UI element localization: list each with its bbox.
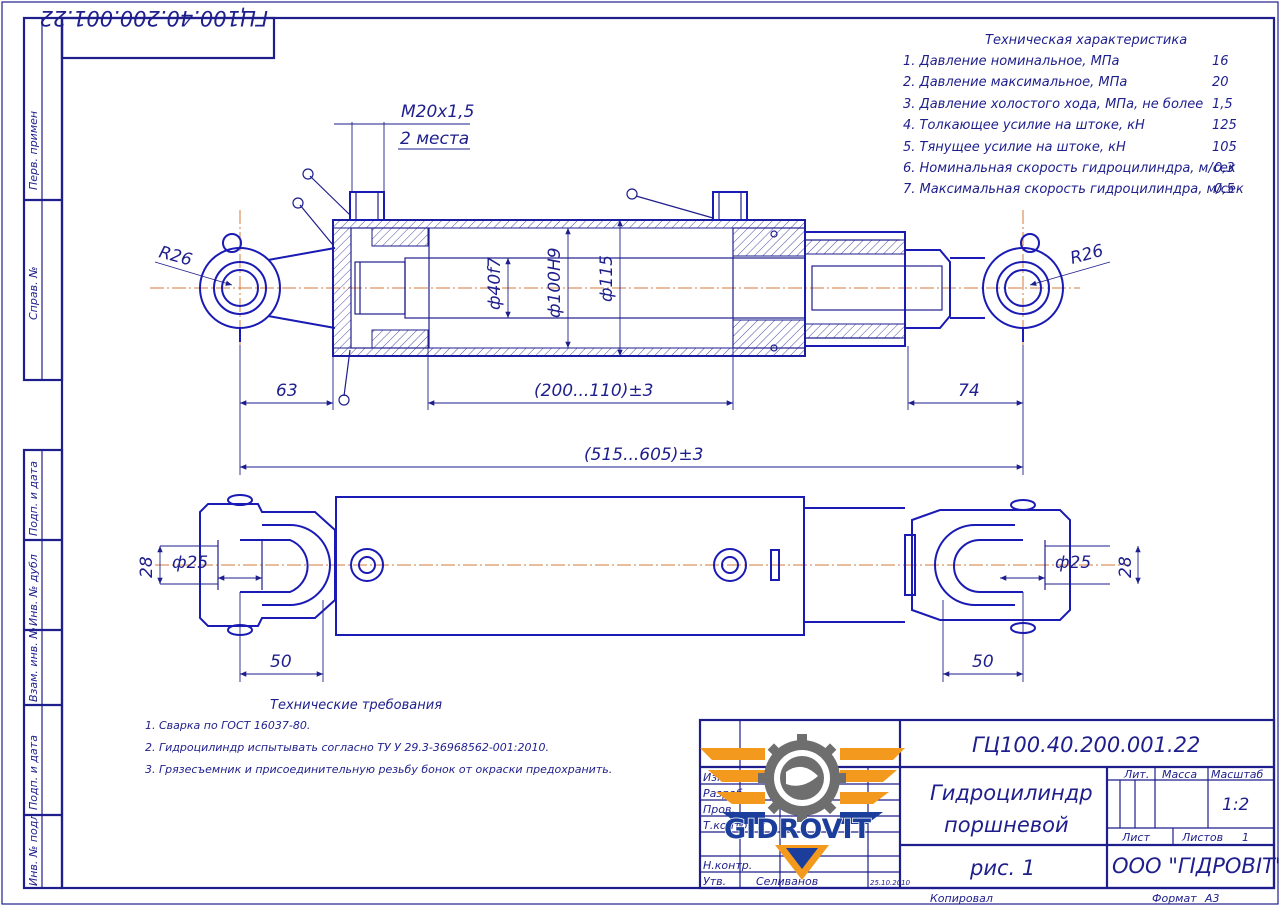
section-view: М20х1,5 2 места R26 R26 ф40f7 ф100H9 ф11…: [150, 102, 1111, 475]
logo-wing-right: [840, 748, 905, 804]
tech-char-val-7: 0,5: [1214, 182, 1235, 197]
dim-pin-right: ф25: [1055, 553, 1091, 573]
tb-format-label: Формат: [1152, 892, 1197, 905]
dim-rod-dia: ф40f7: [485, 257, 505, 310]
gidrovit-logo: GIDROVIT: [700, 734, 905, 880]
tech-char-val-6: 0,3: [1214, 161, 1235, 176]
dim-eye-right: 50: [972, 652, 994, 672]
logo-wing-left-blue: [722, 812, 765, 824]
tb-name-1: Гидроцилиндр: [930, 781, 1093, 805]
side-label-5: Взам. инв. №: [27, 627, 40, 702]
dim-thread-count: 2 места: [400, 129, 469, 149]
side-label-6: Подп. и дата: [27, 735, 40, 810]
tb-name-2: поршневой: [944, 813, 1069, 837]
tech-requirements: Технические требования 1. Сварка по ГОСТ…: [145, 698, 612, 776]
side-label-7: Инв. № подл: [27, 814, 40, 886]
dim-width-right: 28: [1116, 556, 1136, 578]
tb-sheets-n: 1: [1242, 831, 1249, 844]
tech-char-val-2: 20: [1212, 75, 1229, 90]
tb-sheet: Лист: [1121, 831, 1150, 844]
tech-char-val-5: 105: [1212, 140, 1237, 155]
tech-char-row-5: 5. Тянущее усилие на штоке, кН: [903, 140, 1126, 155]
side-label-3: Подп. и дата: [27, 461, 40, 536]
rod-head: [804, 231, 985, 347]
tb-mass: Масса: [1162, 768, 1197, 781]
tech-char-val-4: 125: [1212, 118, 1237, 133]
logo-wing-left: [700, 748, 765, 804]
tech-char-row-4: 4. Толкающее усилие на штоке, кН: [903, 118, 1145, 133]
side-label-2: Справ. №: [27, 266, 40, 320]
tb-date: 25.10.2010: [870, 879, 911, 887]
tb-code: ГЦ100.40.200.001.22: [972, 733, 1200, 757]
tb-fig: рис. 1: [969, 856, 1035, 880]
plan-view: 28 ф25 28 ф25 50 50: [137, 494, 1141, 682]
left-eye: [199, 233, 336, 342]
right-clevis: [911, 499, 1071, 634]
tech-char-title: Техническая характеристика: [985, 33, 1187, 48]
dim-thread: М20х1,5: [401, 102, 474, 122]
tech-char-row-3: 3. Давление холостого хода, МПа, не боле…: [903, 97, 1203, 112]
side-label-4: Инв. № дубл: [27, 554, 40, 626]
side-column: Перв. примен Справ. № Подп. и дата Инв. …: [22, 16, 64, 890]
tb-org: ООО "ГІДРОВІТ": [1112, 854, 1280, 878]
dim-eye-left: 50: [270, 652, 292, 672]
tech-char-row-6: 6. Номинальная скорость гидроцилиндра, м…: [903, 161, 1236, 176]
logo-wing-right-blue: [840, 812, 883, 824]
tb-approver: Селиванов: [756, 875, 818, 888]
tb-scale: 1:2: [1222, 795, 1249, 815]
tech-char-row-1: 1. Давление номинальное, МПа: [903, 54, 1120, 69]
top-stamp-code: ГЦ100.40.200.001.22: [40, 6, 268, 30]
dim-left-len: 63: [276, 381, 298, 401]
tech-char-val-1: 16: [1212, 54, 1229, 69]
right-eye: [982, 233, 1064, 342]
dim-r-left: R26: [157, 243, 195, 271]
tb-lit: Лит.: [1123, 768, 1149, 781]
tb-row-6: Н.контр.: [703, 859, 752, 872]
dim-pin-left: ф25: [172, 553, 208, 573]
tb-row-7: Утв.: [703, 875, 726, 888]
tech-req-2: 2. Гидроцилиндр испытывать согласно ТУ У…: [145, 741, 549, 754]
cylinder-body: [332, 191, 806, 357]
tech-req-3: 3. Грязесъемник и присоединительную резь…: [145, 763, 612, 776]
tube: [335, 496, 805, 636]
tech-char-val-3: 1,5: [1212, 97, 1233, 112]
dim-width-left: 28: [137, 556, 157, 578]
tech-req-title: Технические требования: [270, 698, 442, 713]
tb-scale-h: Масштаб: [1211, 768, 1263, 781]
title-block: Изм. Разраб. Пров. Т.контр. Н.контр. Утв…: [698, 718, 1280, 905]
tech-characteristics: Техническая характеристика 1. Давление н…: [903, 33, 1244, 197]
dim-right-len: 74: [958, 381, 980, 401]
tb-sheets: Листов: [1181, 831, 1223, 844]
tb-format: А3: [1204, 892, 1220, 905]
dim-outer-dia: ф115: [597, 255, 617, 302]
dim-stroke: (200...110)±3: [534, 381, 653, 401]
top-stamp: ГЦ100.40.200.001.22: [40, 6, 276, 60]
dim-bore-dia: ф100H9: [545, 247, 565, 318]
logo-gear-teeth: [758, 734, 846, 822]
tb-copied: Копировал: [930, 892, 993, 905]
tech-char-row-2: 2. Давление максимальное, МПа: [903, 75, 1127, 90]
tech-req-1: 1. Сварка по ГОСТ 16037-80.: [145, 719, 310, 732]
side-label-1: Перв. примен: [27, 111, 40, 190]
dim-total-len: (515...605)±3: [584, 445, 703, 465]
tech-char-row-7: 7. Максимальная скорость гидроцилиндра, …: [903, 182, 1244, 197]
logo-text: GIDROVIT: [724, 814, 872, 845]
logo-chevron-blue: [786, 848, 818, 869]
